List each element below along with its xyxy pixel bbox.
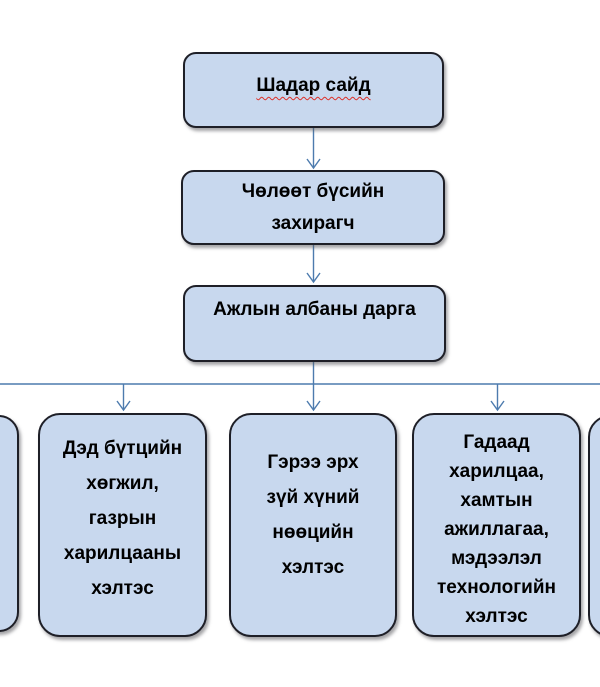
arrow-down-icon [306, 272, 321, 284]
org-node-label: Чөлөөт бүсийн захирагч [241, 180, 385, 234]
arrow-down-icon [116, 400, 131, 412]
org-node-cutoff-left [0, 415, 19, 632]
arrow-down-icon [306, 400, 321, 412]
org-node-label: Дэд бүтцийн хөгжил, газрын харилцааны хэ… [62, 438, 183, 599]
org-node-foreign-relations-division: Гадаад харилцаа, хамтын ажиллагаа, мэдээ… [412, 413, 581, 637]
org-node-deputy-minister: Шадар сайд [183, 52, 444, 128]
arrow-down-icon [306, 158, 321, 170]
org-node-label: Шадар сайд [256, 75, 371, 96]
arrow-down-icon [490, 400, 505, 412]
org-node-free-zone-governor: Чөлөөт бүсийн захирагч [181, 170, 445, 245]
org-node-cutoff-right [588, 415, 600, 637]
org-node-label: Ажлын албаны дарга [213, 298, 416, 320]
org-node-legal-hr-division: Гэрээ эрх зүй хүний нөөцийн хэлтэс [229, 413, 397, 637]
org-node-infrastructure-division: Дэд бүтцийн хөгжил, газрын харилцааны хэ… [38, 413, 207, 637]
org-node-label: Гэрээ эрх зүй хүний нөөцийн хэлтэс [266, 452, 360, 578]
org-node-label: Гадаад харилцаа, хамтын ажиллагаа, мэдээ… [437, 432, 556, 627]
org-node-office-head: Ажлын албаны дарга [183, 285, 446, 362]
